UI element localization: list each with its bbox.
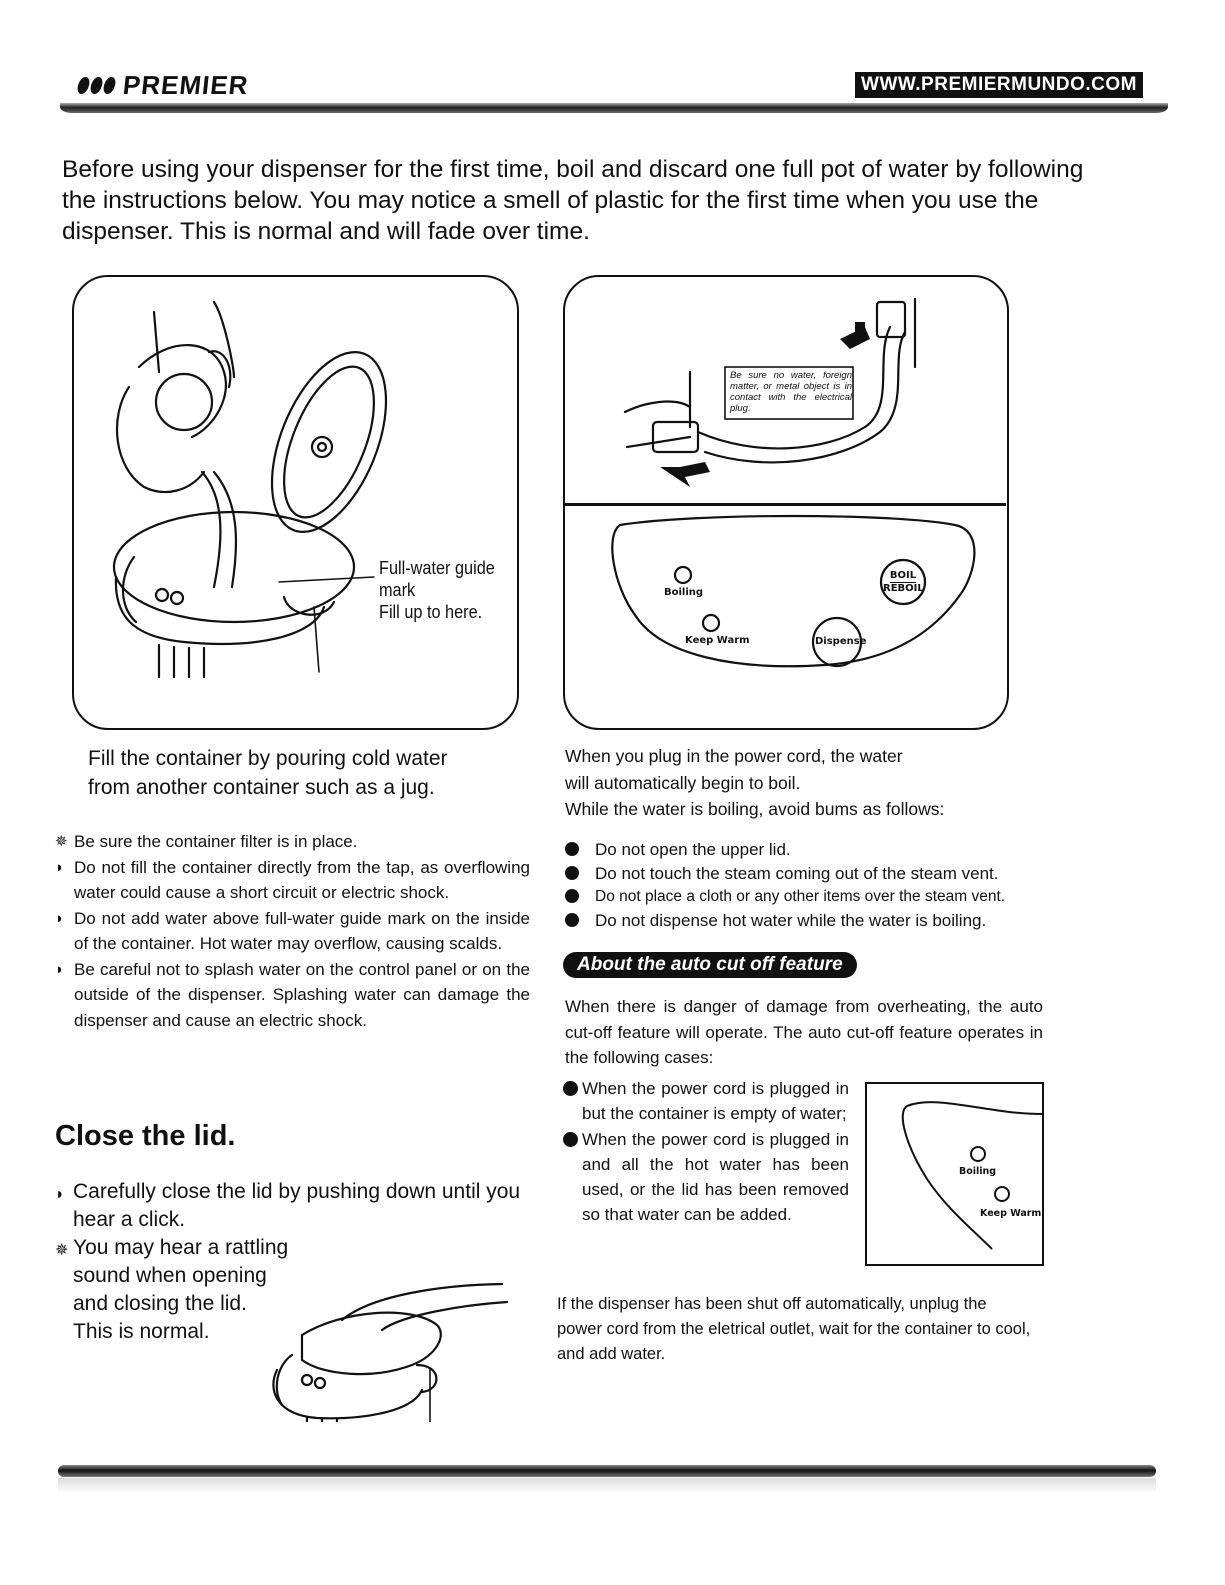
bullet-icon: [565, 842, 579, 856]
list-item: When the power cord is plugged in and al…: [563, 1127, 849, 1228]
plug-intro: When you plug in the power cord, the wat…: [565, 743, 944, 823]
keep-warm-indicator-label: Keep Warm: [685, 635, 750, 646]
plug-drawing: [623, 297, 917, 487]
note-text: Be sure the container filter is in place…: [74, 832, 358, 851]
footer-shadow: [58, 1478, 1156, 1494]
plug-intro-line: will automatically begin to boil.: [565, 772, 801, 793]
list-item: ✵ You may hear a rattling sound when ope…: [55, 1234, 535, 1346]
caution-icon: ◗: [55, 909, 65, 927]
plug-intro-line: While the water is boiling, avoid bums a…: [565, 799, 945, 819]
website-link[interactable]: WWW.PREMIERMUNDO.COM: [855, 72, 1143, 98]
note-text: Do not add water above full-water guide …: [74, 908, 530, 954]
fill-caption-line: from another container such as a jug.: [88, 776, 435, 799]
autocut-cases-list: When the power cord is plugged in but th…: [563, 1076, 849, 1228]
reboil-label: REBOIL: [883, 583, 924, 594]
guide-mark-label: Full-water guide mark Fill up to here.: [379, 557, 495, 623]
panel-divider: [565, 503, 1006, 506]
list-item: Do not touch the steam coming out of the…: [565, 862, 1055, 886]
caution-icon: ◗: [55, 1186, 65, 1203]
autocut-footer-note: If the dispenser has been shut off autom…: [557, 1295, 1031, 1363]
header-divider: [60, 103, 1168, 113]
guide-mark-label-line: Fill up to here.: [379, 601, 483, 622]
caution-icon: ◗: [55, 960, 65, 978]
list-item: When the power cord is plugged in but th…: [563, 1076, 849, 1127]
case-text: When the power cord is plugged in but th…: [582, 1079, 849, 1124]
note-text: This is normal.: [73, 1320, 210, 1343]
caution-icon: ◗: [55, 858, 65, 876]
note-text: and closing the lid.: [73, 1292, 247, 1315]
dispense-button[interactable]: Dispense: [815, 636, 867, 647]
autocut-section-title: About the auto cut off feature: [563, 952, 857, 978]
bullet-icon: [563, 1081, 578, 1096]
boiling-precautions-list: Do not open the upper lid. Do not touch …: [565, 838, 1055, 932]
note-text: Do not fill the container directly from …: [74, 857, 530, 903]
autocut-description: When there is danger of damage from over…: [565, 997, 1043, 1067]
boil-reboil-button[interactable]: BOIL REBOIL: [883, 570, 924, 595]
bullet-text: Do not dispense hot water while the wate…: [595, 910, 987, 930]
close-lid-list: ◗ Carefully close the lid by pushing dow…: [55, 1178, 535, 1346]
close-lid-heading: Close the lid.: [55, 1120, 236, 1152]
bullet-icon: [565, 889, 579, 903]
note-text: sound when opening: [73, 1264, 267, 1287]
bullet-text: Do not touch the steam coming out of the…: [595, 863, 999, 883]
warning-icon: ✵: [55, 1242, 69, 1259]
note-text: You may hear a rattling: [73, 1236, 289, 1259]
list-item: Do not place a cloth or any other items …: [565, 885, 1055, 909]
list-item: ◗ Do not add water above full-water guide…: [55, 906, 530, 957]
logo-dot-icon: [75, 77, 92, 94]
fill-warnings-list: ✵ Be sure the container filter is in plac…: [55, 829, 530, 1033]
list-item: ✵ Be sure the container filter is in plac…: [55, 829, 530, 855]
indicator-inset-drawing: [901, 1101, 1042, 1250]
inset-boiling-label: Boiling: [959, 1166, 997, 1177]
guide-mark-label-line: mark: [379, 579, 416, 600]
list-item: ◗ Do not fill the container directly from…: [55, 855, 530, 906]
bullet-text: Do not place a cloth or any other items …: [595, 888, 1006, 905]
bullet-icon: [565, 865, 579, 880]
warning-icon: ✵: [55, 833, 68, 850]
indicator-inset: Boiling Keep Warm: [865, 1082, 1044, 1266]
list-item: ◗ Be careful not to splash water on the c…: [55, 957, 530, 1034]
brand-name: PREMIER: [121, 70, 251, 100]
plug-intro-line: When you plug in the power cord, the wat…: [565, 746, 903, 766]
note-text: Carefully close the lid by pushing down …: [73, 1180, 521, 1231]
note-text: Be careful not to splash water on the co…: [74, 959, 530, 1030]
inset-keep-warm-label: Keep Warm: [980, 1208, 1042, 1219]
close-lid-drawing: [272, 1282, 509, 1422]
logo-dot-icon: [101, 77, 118, 94]
case-text: When the power cord is plugged in and al…: [582, 1129, 849, 1225]
brand-logo: PREMIER: [75, 70, 251, 101]
bullet-text: Do not open the upper lid.: [595, 840, 791, 859]
intro-paragraph: Before using your dispenser for the firs…: [62, 156, 1084, 245]
logo-dot-icon: [88, 77, 105, 94]
list-item: Do not open the upper lid.: [565, 838, 1055, 862]
bullet-icon: [563, 1131, 578, 1147]
fill-caption-line: Fill the container by pouring cold water: [88, 747, 448, 770]
dispenser-filling-drawing: [112, 300, 388, 679]
fill-water-illustration: Full-water guide mark Fill up to here.: [72, 275, 519, 730]
list-item: Do not dispense hot water while the wate…: [565, 909, 1055, 933]
plug-warning-note: Be sure no water, foreign matter, or met…: [730, 370, 852, 414]
fill-caption: Fill the container by pouring cold water…: [88, 744, 528, 802]
boil-label: BOIL: [889, 570, 917, 583]
bullet-icon: [565, 912, 579, 927]
guide-mark-label-line: Full-water guide: [379, 557, 495, 578]
list-item: ◗ Carefully close the lid by pushing dow…: [55, 1178, 535, 1234]
boiling-indicator-label: Boiling: [664, 587, 704, 598]
plug-and-panel-illustration: Be sure no water, foreign matter, or met…: [563, 275, 1009, 730]
control-panel-drawing: [611, 514, 976, 668]
footer-divider: [58, 1465, 1156, 1477]
